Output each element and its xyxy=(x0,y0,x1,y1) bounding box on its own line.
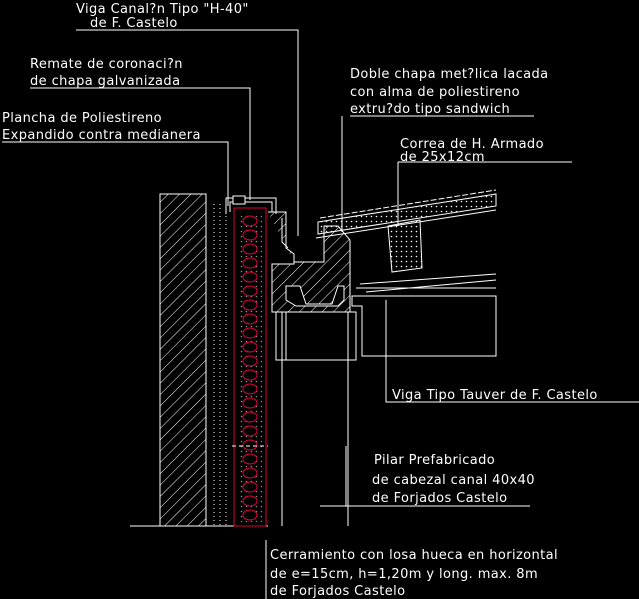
slab-core-hole xyxy=(242,229,258,241)
leader-lines xyxy=(2,29,639,599)
slab-core-hole xyxy=(242,369,258,381)
slab-core-hole xyxy=(242,509,258,521)
slab-core-hole xyxy=(242,481,258,493)
label-column-line2: de cabezal canal 40x40 xyxy=(372,473,535,488)
label-coping-line2: de chapa galvanizada xyxy=(30,74,180,89)
slab-holes xyxy=(242,215,258,521)
slab-core-hole xyxy=(242,397,258,409)
slab-core-hole xyxy=(242,285,258,297)
tauver-beam xyxy=(351,273,497,357)
slab-core-hole xyxy=(242,313,258,325)
slab-core-hole xyxy=(242,243,258,255)
slab-core-hole xyxy=(242,299,258,311)
label-polystyrene-line1: Plancha de Poliestireno xyxy=(2,111,162,126)
slab-core-hole xyxy=(242,439,258,451)
label-tauver-beam: Viga Tipo Tauver de F. Castelo xyxy=(392,388,598,403)
slab-core-hole xyxy=(242,453,258,465)
label-enclosure-line1: Cerramiento con losa hueca en horizontal xyxy=(270,548,558,563)
slab-core-hole xyxy=(242,355,258,367)
slab-core-hole xyxy=(242,495,258,507)
label-enclosure-line3: de Forjados Castelo xyxy=(270,584,405,599)
label-gutter-beam-line2: de F. Castelo xyxy=(90,16,178,31)
slab-core-hole xyxy=(242,383,258,395)
label-gutter-beam-line1: Viga Canal?n Tipo "H-40" xyxy=(76,2,249,17)
label-sandwich-line2: con alma de poliestireno xyxy=(350,85,520,100)
label-enclosure-line2: de e=15cm, h=1,20m y long. max. 8m xyxy=(270,567,538,582)
precast-column xyxy=(275,311,357,526)
slab-core-hole xyxy=(242,467,258,479)
label-sandwich-line3: extru?do tipo sandwich xyxy=(350,102,510,117)
label-purlin-line1: Correa de H. Armado xyxy=(400,137,544,152)
slab-core-hole xyxy=(242,341,258,353)
label-column-line3: de Forjados Castelo xyxy=(372,491,507,506)
label-coping-line1: Remate de coronaci?n xyxy=(30,57,183,72)
slab-core-hole xyxy=(242,327,258,339)
slab-core-hole xyxy=(242,257,258,269)
label-column-line1: Pilar Prefabricado xyxy=(374,453,495,468)
slab-core-hole xyxy=(242,411,258,423)
concrete-purlin xyxy=(387,219,423,273)
label-purlin-line2: de 25x12cm xyxy=(400,150,485,165)
label-polystyrene-line2: Expandido contra medianera xyxy=(2,128,201,143)
label-sandwich-line1: Doble chapa met?lica lacada xyxy=(350,67,549,82)
slab-core-hole xyxy=(242,425,258,437)
slab-core-hole xyxy=(242,271,258,283)
hollow-slab-panel xyxy=(232,207,268,527)
party-wall xyxy=(159,193,207,527)
coping-flashing xyxy=(225,195,277,214)
slab-core-hole xyxy=(242,215,258,227)
polystyrene-board xyxy=(205,194,227,526)
